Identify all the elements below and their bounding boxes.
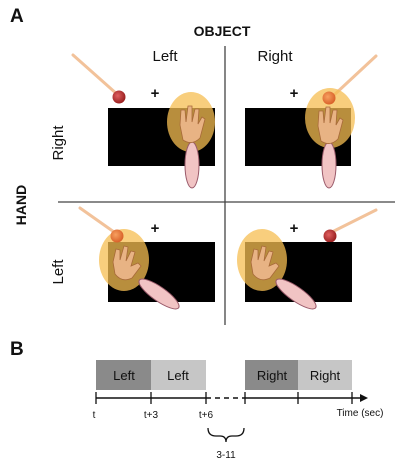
light-beam [78, 206, 116, 234]
row-label-left: Left [50, 259, 67, 285]
interval-label: 3-11 [216, 450, 236, 461]
column-label-right: Right [257, 48, 293, 65]
block-left-1 [96, 360, 151, 390]
arrow-head-icon [360, 394, 368, 402]
hand-icon [112, 245, 142, 281]
light-beam [330, 208, 378, 234]
orange-light-indicator [322, 91, 336, 105]
light-beam [331, 54, 378, 98]
forearm [184, 141, 200, 189]
hand-icon [250, 245, 280, 281]
fixation-cross: + [290, 220, 299, 237]
object-heading: OBJECT [194, 23, 251, 39]
block-label: Left [167, 368, 189, 383]
hand-icon [179, 105, 206, 143]
orange-light-indicator [110, 229, 124, 243]
panel-b-letter: B [10, 339, 24, 360]
time-axis-label: Time (sec) [337, 408, 384, 419]
fixation-cross: + [290, 85, 299, 102]
timeline: Left Left Right Right t t+3 t+6 Time (se… [93, 360, 384, 461]
block-right-2 [298, 360, 352, 390]
block-label: Left [113, 368, 135, 383]
block-left-2 [151, 360, 206, 390]
block-label: Right [310, 368, 341, 383]
panel-a-letter: A [10, 6, 24, 27]
column-label-left: Left [152, 48, 178, 65]
hand-heading: HAND [13, 185, 29, 225]
fixation-cross: + [151, 85, 160, 102]
red-light-indicator [323, 229, 337, 243]
row-label-right: Right [50, 125, 67, 161]
forearm [321, 141, 337, 189]
hand-icon [317, 106, 344, 144]
tick-label: t [93, 410, 96, 421]
tick-label: t+3 [144, 410, 159, 421]
fixation-cross: + [151, 220, 160, 237]
light-beam [71, 53, 120, 97]
red-light-indicator [112, 90, 126, 104]
quadrant-right-hand-left-object: + [71, 53, 215, 189]
forearm [138, 278, 180, 310]
quadrant-left-hand-right-object: + [237, 208, 378, 310]
forearm [275, 278, 317, 310]
brace-icon [207, 427, 245, 443]
quadrant-right-hand-right-object: + [245, 54, 378, 189]
block-right-1 [245, 360, 298, 390]
quadrant-left-hand-left-object: + [78, 206, 215, 310]
block-label: Right [257, 368, 288, 383]
tick-label: t+6 [199, 410, 214, 421]
